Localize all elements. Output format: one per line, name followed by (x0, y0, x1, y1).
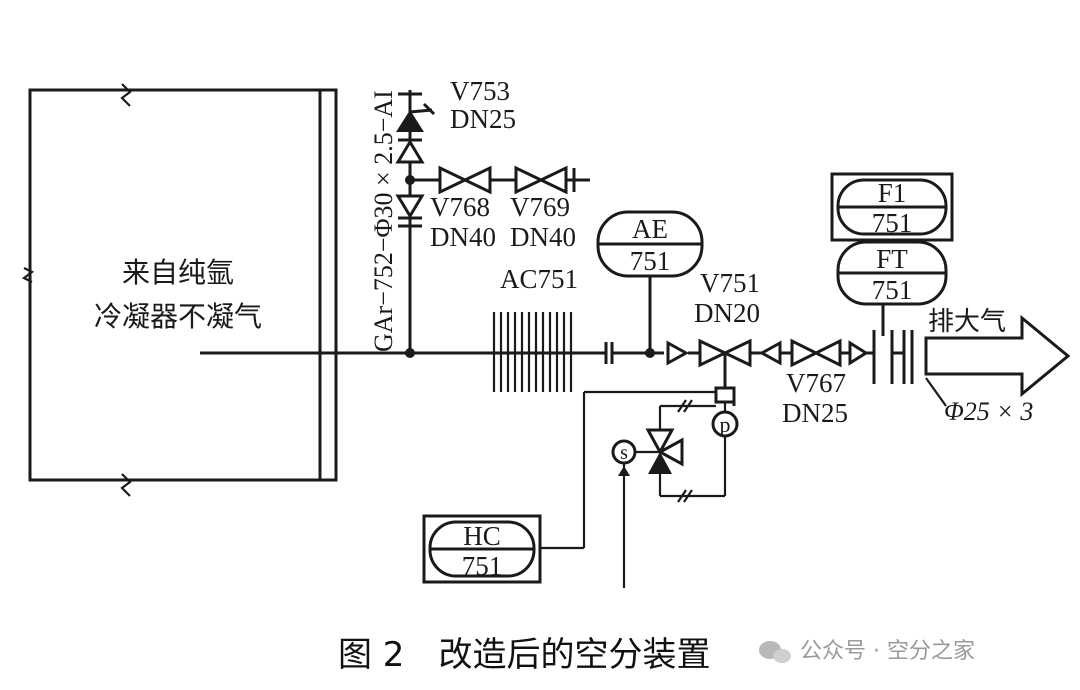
instrument-hc751 (422, 514, 542, 584)
reducer-v767-out-icon (848, 340, 869, 366)
reducer-v751-in-icon (666, 340, 690, 366)
hc-signal-line (540, 390, 716, 550)
v769-size: DN40 (510, 222, 576, 252)
hc-bottom: 751 (462, 551, 503, 581)
v768-size: DN40 (430, 222, 496, 252)
v769-tag: V769 (510, 192, 570, 222)
safety-valve-v753-icon (395, 92, 436, 164)
v767-tag: V767 (786, 368, 846, 398)
v753-tag: V753 (450, 76, 510, 106)
reducer-v751-out-icon (758, 340, 782, 366)
instrument-f1-751 (830, 172, 954, 242)
watermark: 公众号 · 空分之家 (800, 639, 975, 664)
cooler-tag: AC751 (500, 264, 578, 294)
instrument-ft-751 (836, 240, 948, 306)
break-mark-bottom (120, 473, 132, 497)
gate-valve-v767-icon (790, 338, 842, 368)
three-way-valve-icon (634, 428, 684, 474)
hc-top: HC (463, 521, 501, 551)
s-label: s (620, 442, 628, 464)
vent-label: 排大气 (928, 307, 1006, 337)
ae-bottom: 751 (630, 246, 671, 276)
vent-pipe-size: Φ25 × 3 (944, 397, 1033, 426)
v753-size: DN25 (450, 104, 516, 134)
reducer-lower-icon (395, 194, 425, 228)
ft-bottom: 751 (872, 275, 913, 305)
gate-valve-v769-icon (514, 165, 568, 195)
vessel-label-line1: 来自纯氩 (122, 256, 234, 289)
vessel-label-line2: 冷凝器不凝气 (94, 300, 262, 333)
f1-top: F1 (878, 178, 907, 208)
ae-top: AE (632, 214, 668, 244)
p-label: p (720, 412, 731, 437)
figure-caption: 图 2 改造后的空分装置 (338, 635, 710, 675)
air-cooler-fins-icon (492, 312, 573, 392)
vent-arrow-icon (924, 314, 1071, 398)
v767-size: DN25 (782, 398, 848, 428)
wechat-icon (759, 641, 791, 663)
break-mark-top (120, 83, 132, 107)
gate-valve-v768-icon (438, 165, 492, 195)
ft-top: FT (876, 244, 908, 274)
v751-size: DN20 (694, 298, 760, 328)
control-valve-v751-icon (698, 338, 752, 406)
instrument-ae751 (596, 210, 704, 278)
v751-tag: V751 (700, 268, 760, 298)
break-mark-left (21, 267, 35, 283)
f1-bottom: 751 (872, 208, 913, 238)
vessel (21, 83, 338, 497)
pipe-spec-label: GAr−752−Φ30 × 2.5−AI (369, 90, 398, 352)
v768-tag: V768 (430, 192, 490, 222)
